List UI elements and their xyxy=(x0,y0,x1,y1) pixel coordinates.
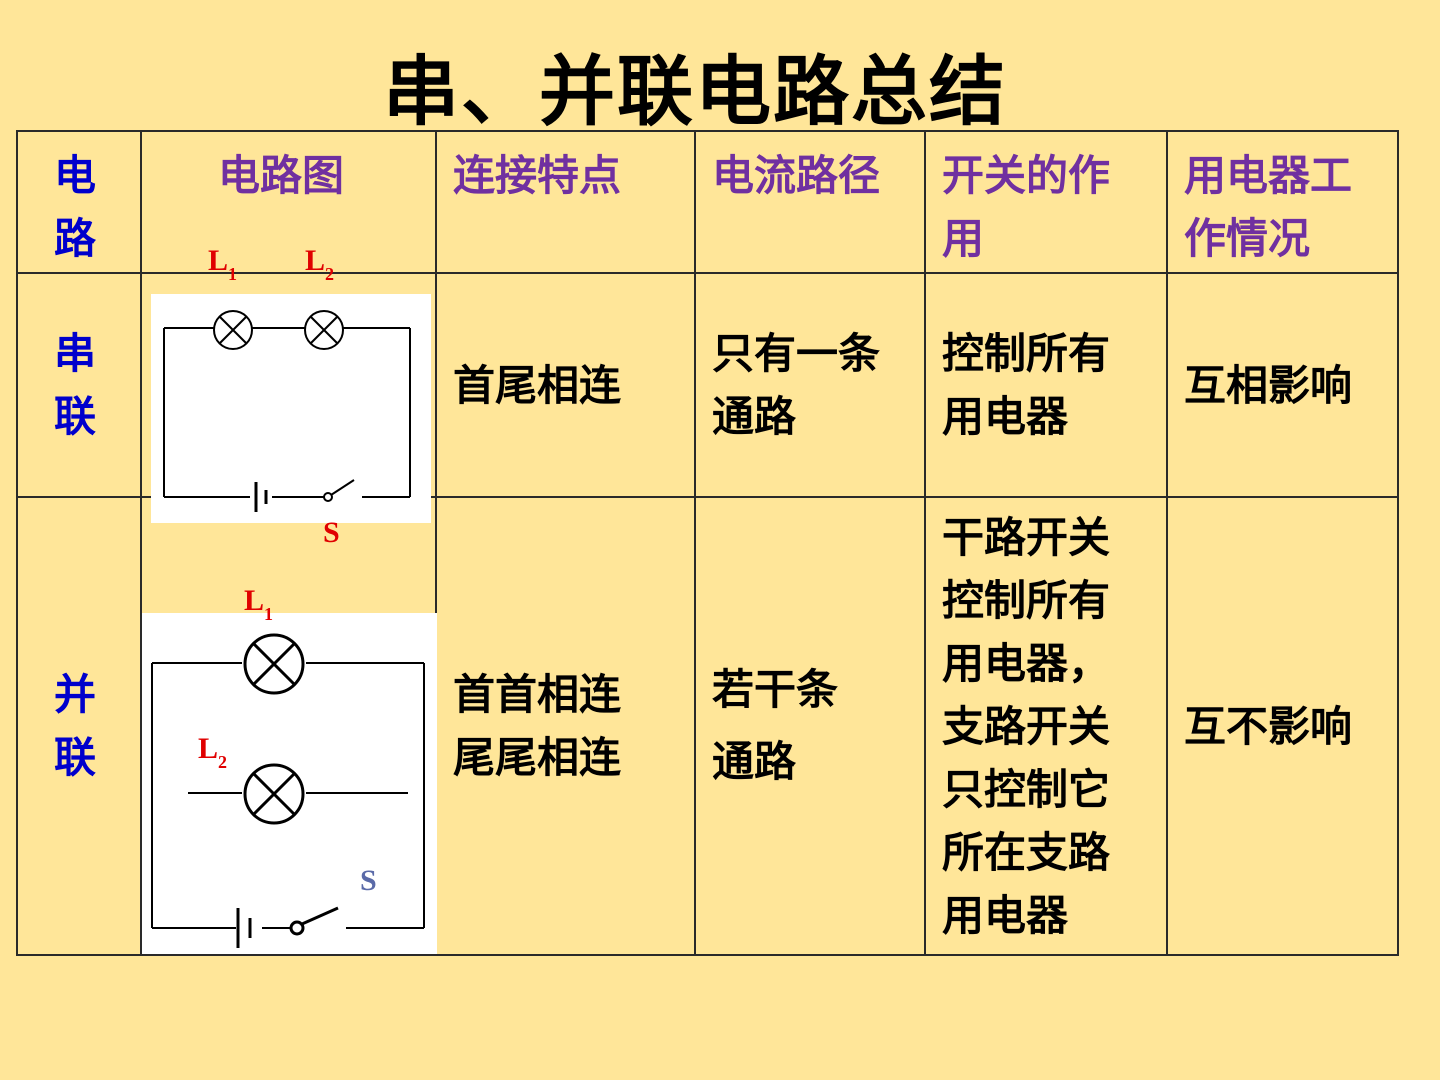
label-l1-parallel: L xyxy=(244,584,264,617)
series-name-text: 串 联 xyxy=(54,329,97,441)
header-appliance-text: 用电器工 作情况 xyxy=(1184,151,1353,263)
parallel-row: 并 联 xyxy=(16,496,1399,956)
header-diagram: 电路图 xyxy=(140,130,437,274)
diagram-background xyxy=(151,294,431,523)
label-l1: L xyxy=(208,244,228,277)
summary-table: 电 路 电路图 连接特点 电流路径 开关的作 用 用电器工 作情况 串 联 xyxy=(16,130,1399,956)
parallel-switch-role-text: 干路开关 控制所有 用电器， 支路开关 只控制它 所在支路 用电器 xyxy=(942,512,1111,940)
lamp-l1-icon xyxy=(213,310,253,350)
label-l2-sub: 2 xyxy=(325,264,334,284)
parallel-appliance: 互不影响 xyxy=(1166,496,1399,956)
header-circuit: 电 路 xyxy=(16,130,142,274)
series-row: 串 联 xyxy=(16,244,1399,549)
series-switch-role-text: 控制所有 用电器 xyxy=(942,329,1111,441)
series-current-path-text: 只有一条 通路 xyxy=(712,329,881,441)
label-switch-parallel: S xyxy=(360,864,377,897)
series-current-path: 只有一条 通路 xyxy=(694,272,926,498)
header-connection-text: 连接特点 xyxy=(453,151,622,200)
series-appliance: 互相影响 xyxy=(1166,272,1399,498)
parallel-name-text: 并 联 xyxy=(54,670,97,782)
header-current-path-text: 电流路径 xyxy=(712,151,881,200)
label-l2: L xyxy=(305,244,325,277)
label-l2-parallel: L xyxy=(198,732,218,765)
label-l2-parallel-sub: 2 xyxy=(218,752,227,772)
series-connection: 首尾相连 xyxy=(435,272,696,498)
header-circuit-text: 电 路 xyxy=(54,151,97,263)
lamp-l2-icon xyxy=(304,310,344,350)
parallel-switch-role: 干路开关 控制所有 用电器， 支路开关 只控制它 所在支路 用电器 xyxy=(924,496,1168,956)
parallel-diagram-cell: L 1 L 2 S xyxy=(140,496,437,956)
parallel-name: 并 联 xyxy=(16,496,142,956)
header-row: 电 路 电路图 连接特点 电流路径 开关的作 用 用电器工 作情况 xyxy=(16,130,1399,274)
header-current-path: 电流路径 xyxy=(694,130,926,274)
parallel-connection-text: 首首相连 尾尾相连 xyxy=(453,670,622,782)
parallel-current-path-text: 若干条 通路 xyxy=(712,665,839,786)
header-appliance: 用电器工 作情况 xyxy=(1166,130,1399,274)
label-l1-sub: 1 xyxy=(228,264,237,284)
series-name: 串 联 xyxy=(16,272,142,498)
parallel-appliance-text: 互不影响 xyxy=(1184,701,1353,751)
series-switch-role: 控制所有 用电器 xyxy=(924,272,1168,498)
lamp-l1-parallel-icon xyxy=(243,633,305,695)
series-circuit-diagram: L 1 L 2 S xyxy=(151,244,431,549)
header-switch-role: 开关的作 用 xyxy=(924,130,1168,274)
battery-parallel-icon xyxy=(236,908,252,948)
page-title: 串、并联电路总结 xyxy=(383,47,1007,136)
label-l1-parallel-sub: 1 xyxy=(264,604,273,624)
series-diagram-cell: L 1 L 2 S xyxy=(140,244,437,549)
switch-parallel-icon xyxy=(289,906,339,936)
series-connection-text: 首尾相连 xyxy=(453,360,622,410)
series-appliance-text: 互相影响 xyxy=(1184,360,1353,410)
lamp-l2-parallel-icon xyxy=(243,763,305,825)
parallel-current-path: 若干条 通路 xyxy=(694,496,926,956)
parallel-connection: 首首相连 尾尾相连 xyxy=(435,496,696,956)
header-switch-role-text: 开关的作 用 xyxy=(942,151,1111,263)
header-diagram-text: 电路图 xyxy=(218,151,345,200)
header-connection: 连接特点 xyxy=(435,130,696,274)
parallel-circuit-diagram: L 1 L 2 S xyxy=(142,584,437,954)
